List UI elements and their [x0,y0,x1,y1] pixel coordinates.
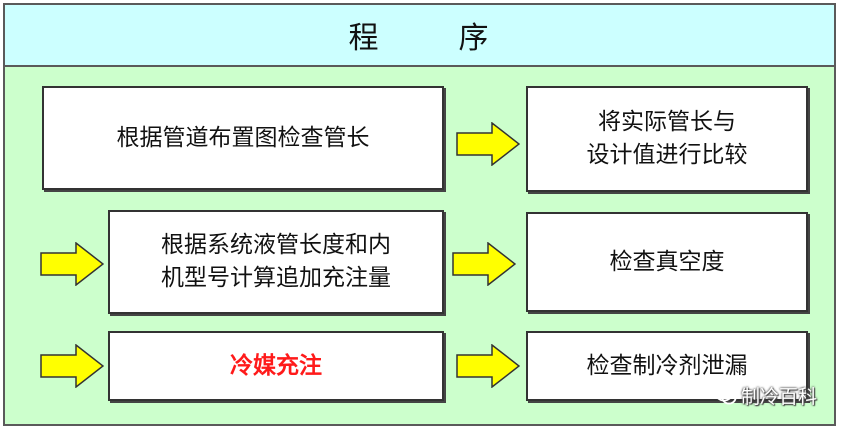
diagram-header: 程 序 [3,3,836,67]
box-text-line: 根据管道布置图检查管长 [116,124,370,151]
box-check-vacuum: 检查真空度 [526,212,808,312]
box-compare-length: 将实际管长与 设计值进行比较 [526,86,808,192]
watermark-text: 制冷百科 [740,386,817,408]
box-refrigerant-charging: 冷媒充注 [108,331,444,401]
box-text-line: 设计值进行比较 [586,142,748,168]
arrow-right-icon [40,242,104,286]
header-title-left: 程 [348,21,381,56]
box-text-line: 机型号计算追加充注量 [161,265,391,291]
box-check-pipe-length: 根据管道布置图检查管长 [42,86,444,190]
header-title-right: 序 [458,21,491,56]
arrow-right-icon [456,344,520,388]
box-check-leak: 检查制冷剂泄漏 [526,331,808,401]
arrow-right-icon [452,242,516,286]
box-calculate-charge: 根据系统液管长度和内 机型号计算追加充注量 [108,210,444,314]
box-text-line: 冷媒充注 [230,352,322,379]
watermark: 制冷百科 [715,382,817,409]
box-text-line: 根据系统液管长度和内 [161,232,391,258]
arrow-right-icon [456,122,520,166]
box-text-line: 检查制冷剂泄漏 [586,352,748,379]
arrow-right-icon [40,344,104,388]
box-text-line: 将实际管长与 [598,109,736,135]
box-text-line: 检查真空度 [609,248,725,275]
wechat-icon [715,386,737,404]
